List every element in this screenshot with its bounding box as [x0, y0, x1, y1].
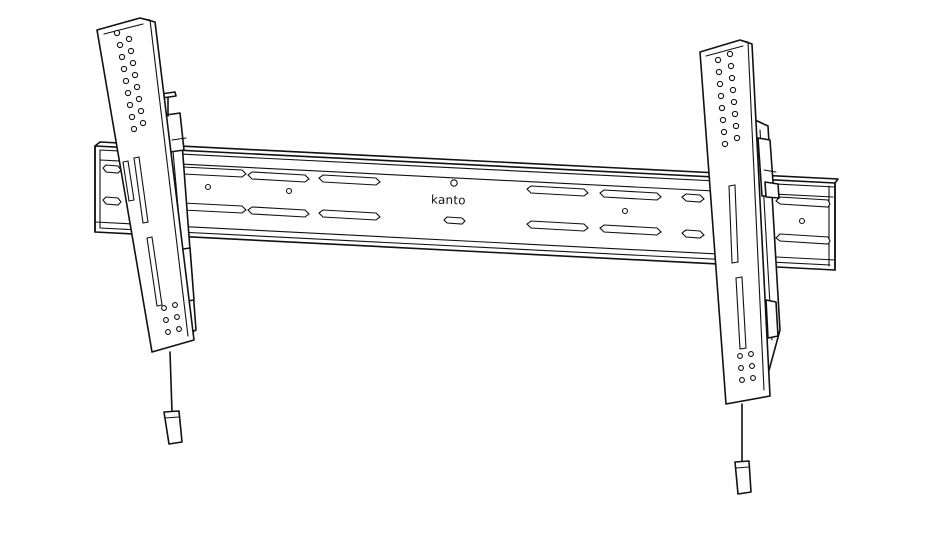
rail-slots-upper — [102, 164, 831, 208]
rail-slots-lower — [102, 196, 831, 245]
brand-logo: kanto — [430, 192, 466, 208]
left-tv-arm — [96, 17, 197, 445]
right-tv-arm — [699, 39, 781, 495]
rail-holes — [204, 179, 806, 225]
right-arm-holes — [714, 50, 756, 383]
left-arm-holes — [113, 29, 182, 335]
